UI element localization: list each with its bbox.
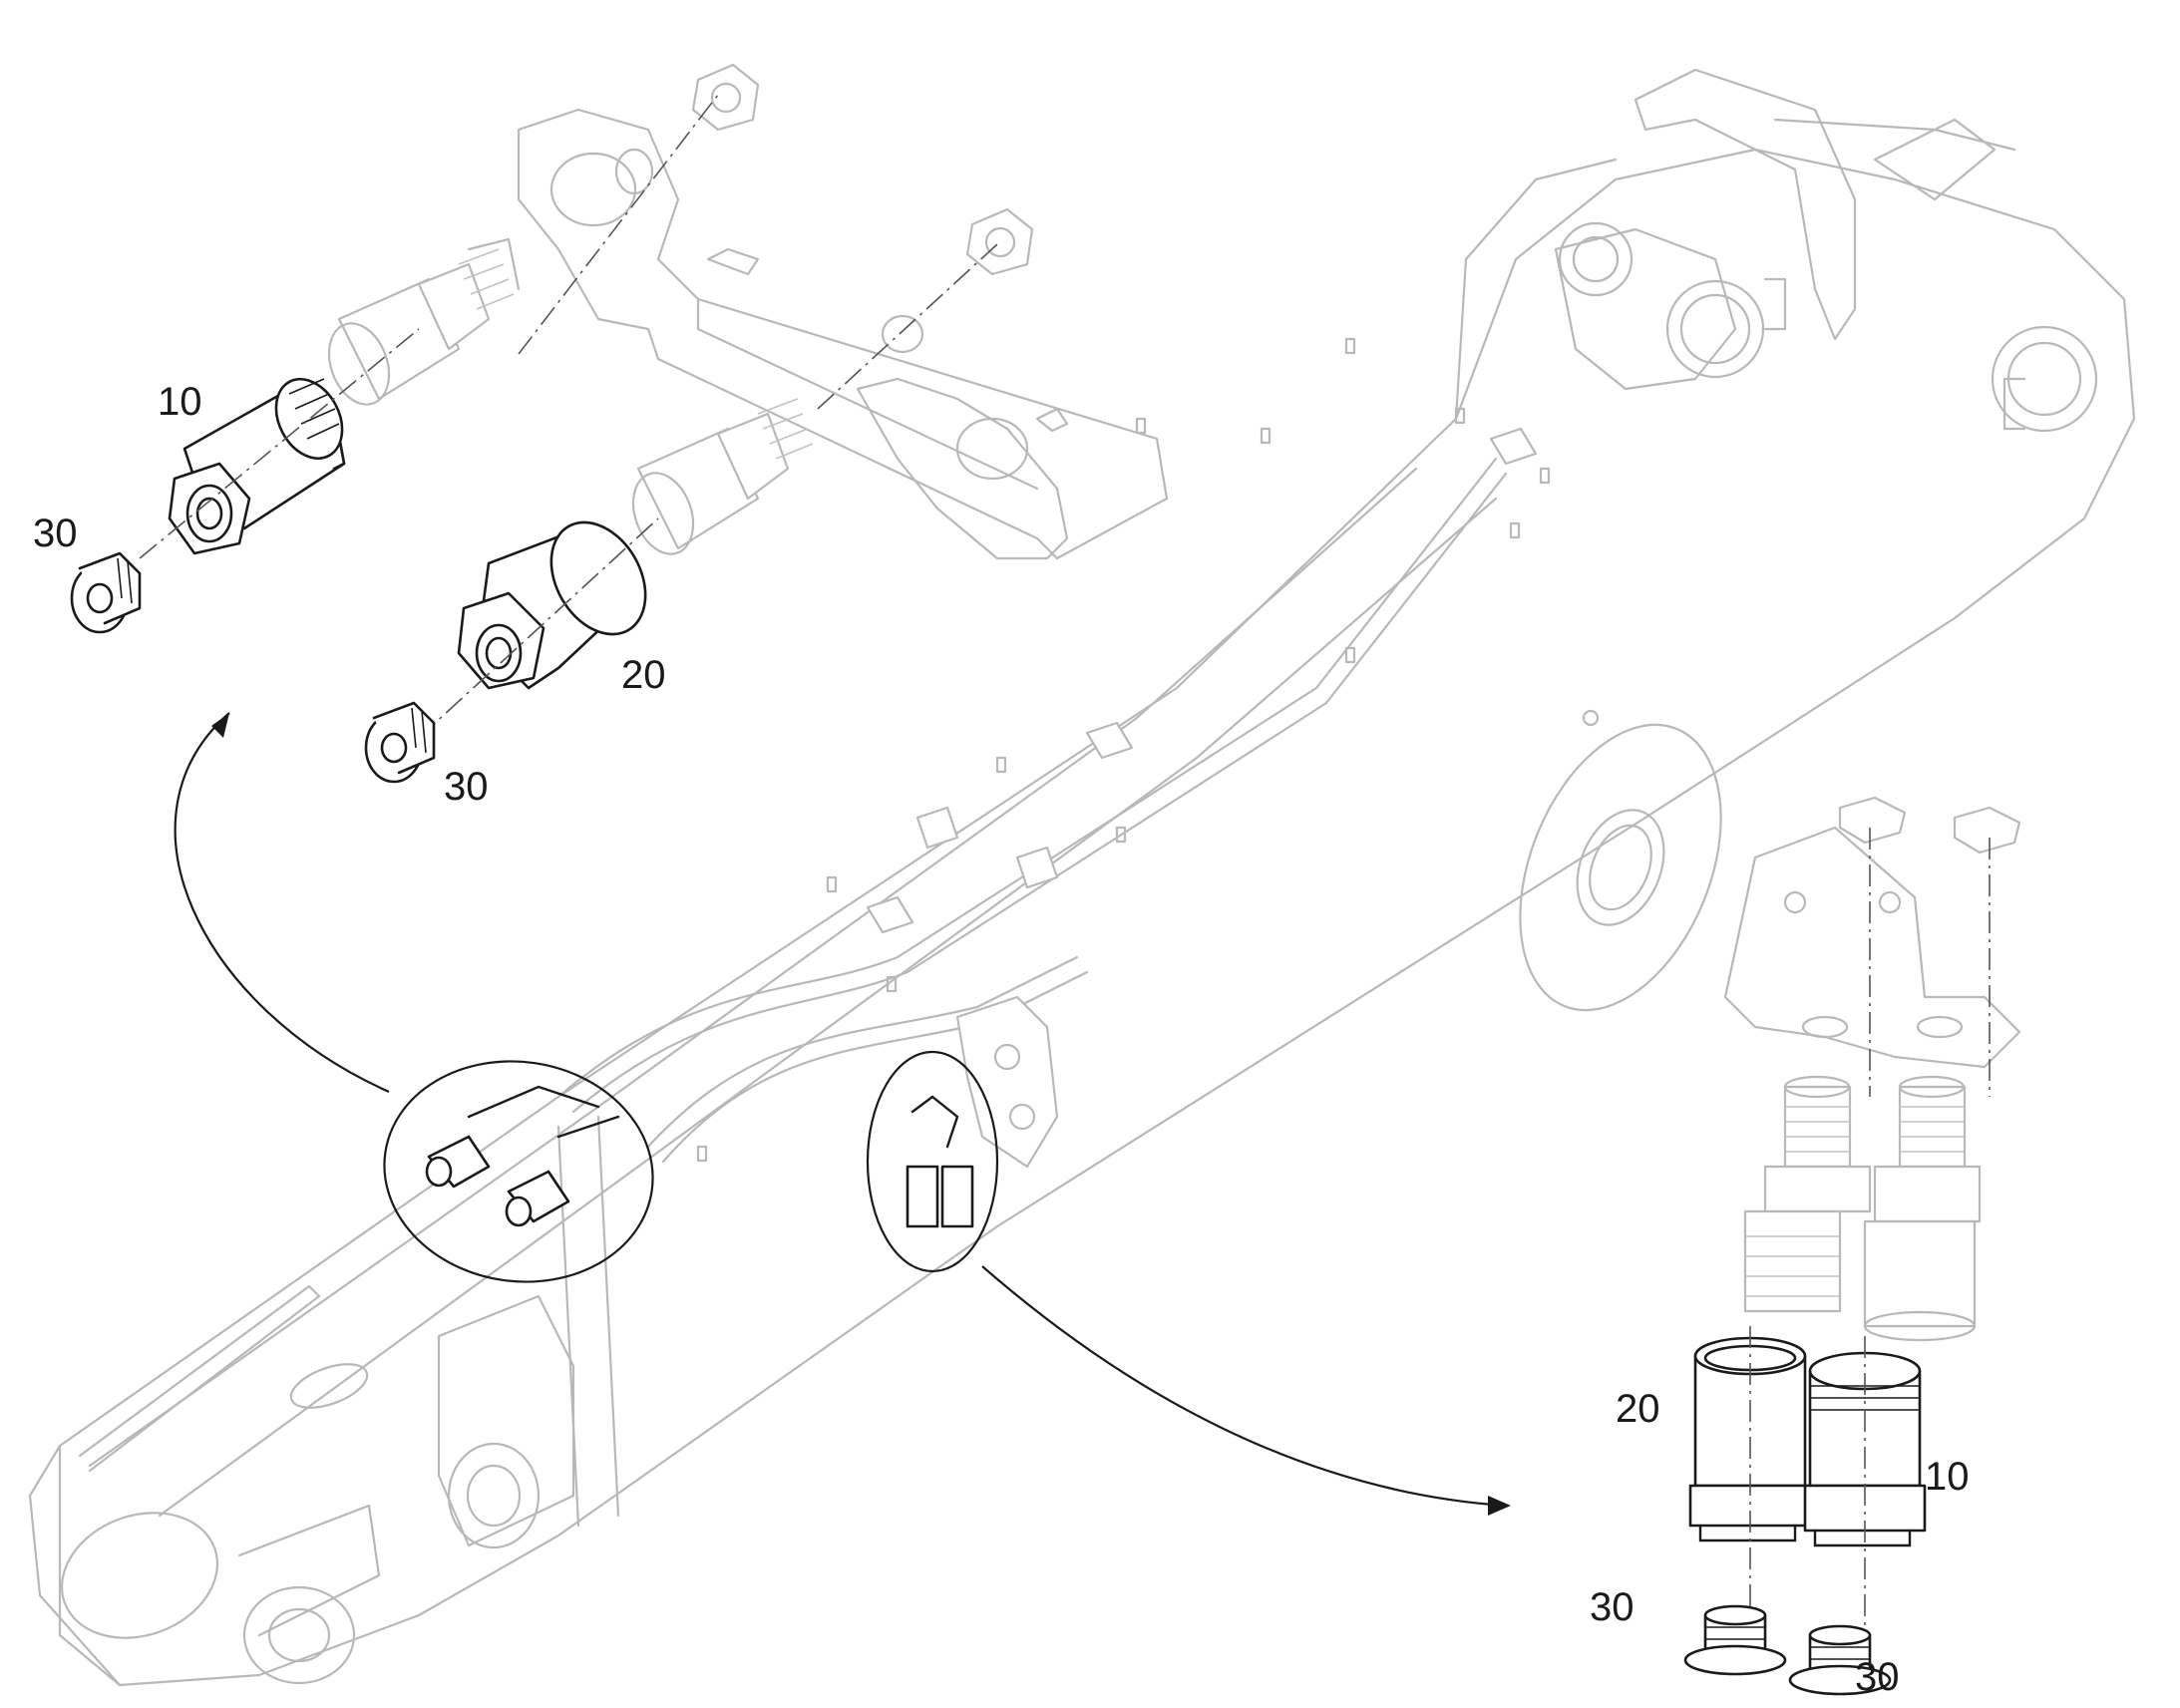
detail-circle-right [866,1050,999,1273]
upper-plug-30-right [364,701,436,784]
detail-circle-left [383,1060,654,1283]
label-item-10-lower: 10 [1925,1455,1970,1499]
label-item-30-lower-left: 30 [1590,1585,1635,1629]
lower-plug-30-right [1788,1624,1892,1696]
label-item-30-lower-right: 30 [1855,1655,1900,1699]
upper-axis-10 [139,328,420,559]
label-item-30-upper-left: 30 [33,512,78,555]
label-item-20-upper: 20 [621,653,666,697]
label-item-10-upper: 10 [158,380,202,424]
label-item-30-upper-right: 30 [444,765,489,809]
upper-part-20-adapter [457,520,647,690]
lower-plug-30-left [1683,1604,1787,1676]
upper-plug-30-left [70,551,142,634]
upper-axis-20 [418,517,659,739]
callout-arrow-upper [174,712,390,1094]
excavator-boom-arm [28,68,2136,1687]
lower-bracket-assembly [1723,796,2021,1342]
label-item-20-lower: 20 [1616,1387,1660,1431]
upper-bracket-assembly [327,63,1169,560]
callout-arrow-lower [981,1265,1511,1516]
